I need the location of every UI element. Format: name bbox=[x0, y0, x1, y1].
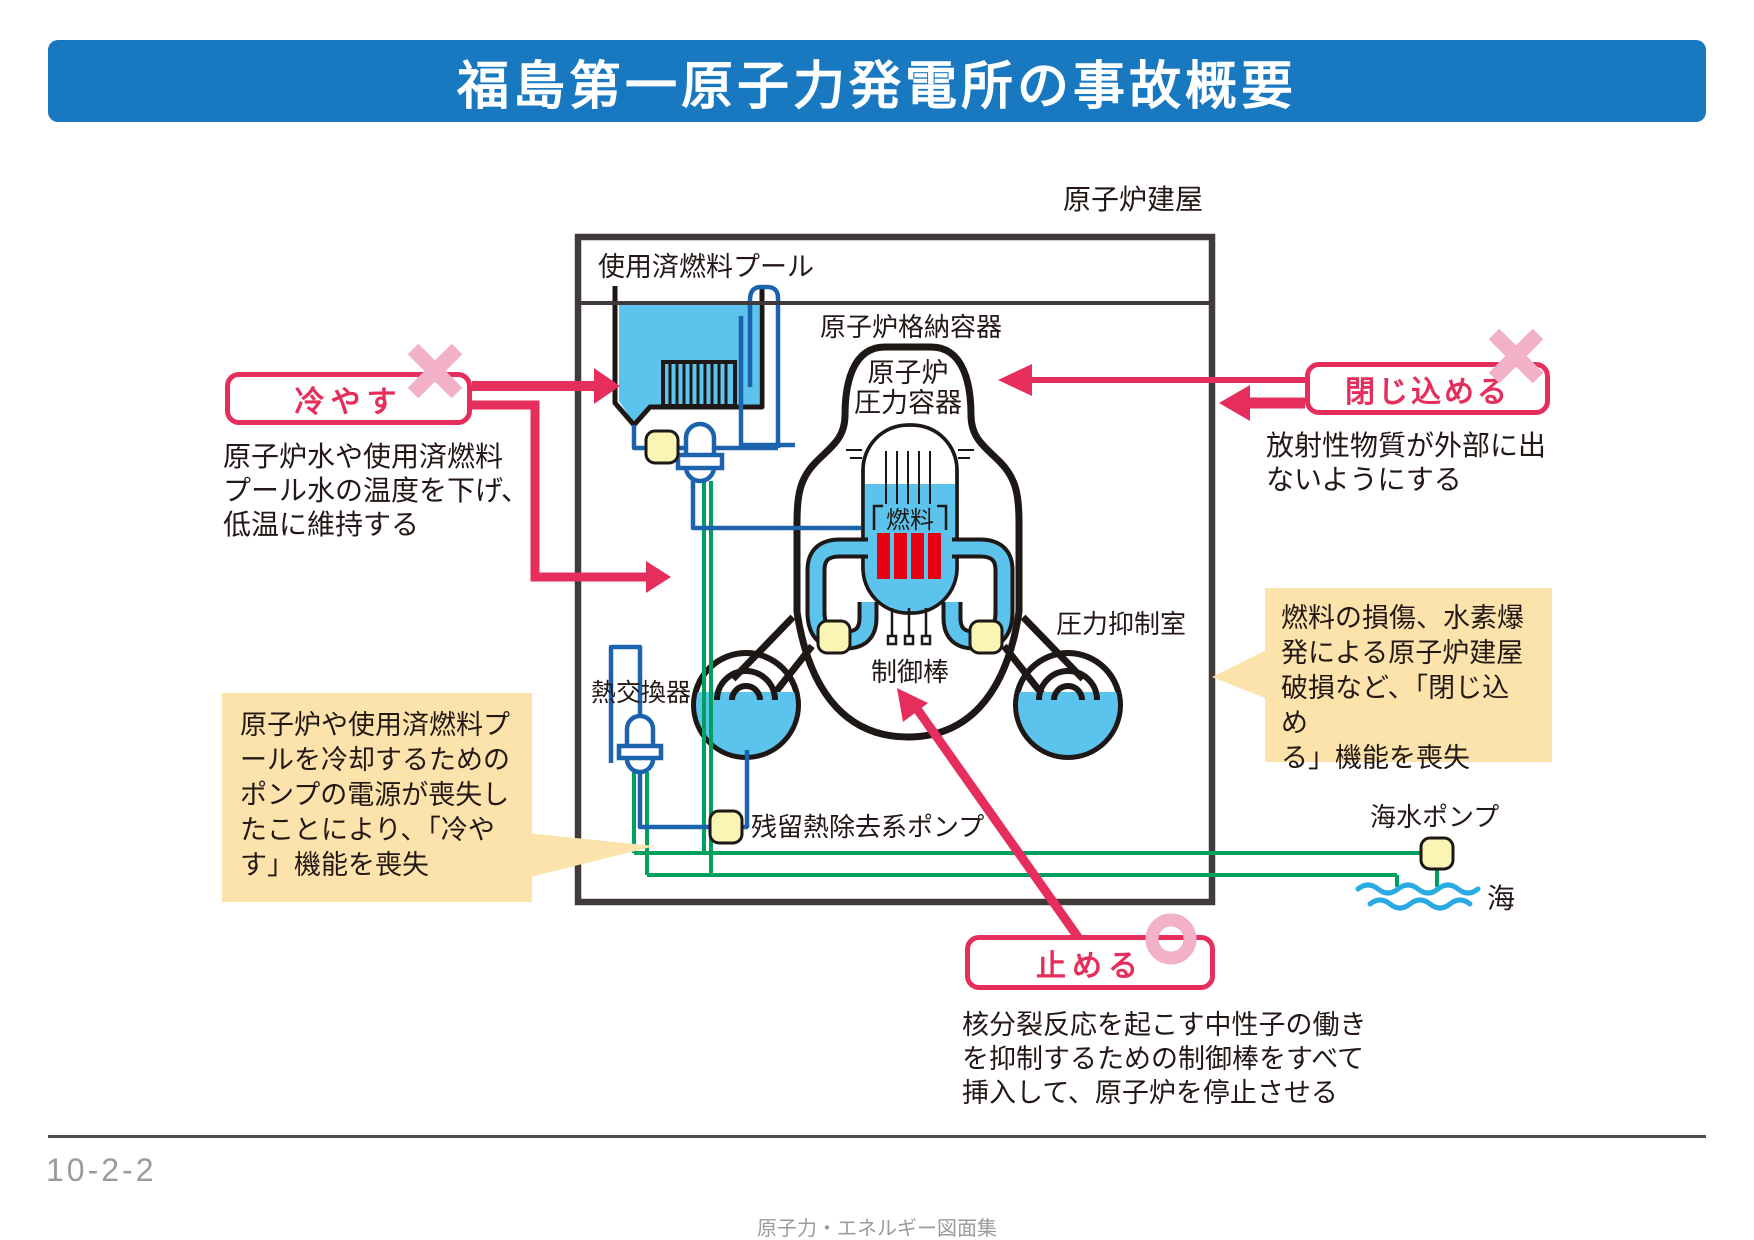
stop-function-label: 止める bbox=[1036, 949, 1144, 983]
sea-label: 海 bbox=[1487, 883, 1516, 914]
suppression-chamber-right bbox=[1013, 650, 1123, 760]
contain-function-label: 閉じ込める bbox=[1345, 375, 1510, 409]
reactor-building-outline bbox=[574, 233, 1216, 906]
building-label: 原子炉建屋 bbox=[1063, 184, 1204, 215]
rhr-pump-label: 残留熱除去系ポンプ bbox=[751, 812, 985, 842]
title-banner: 福島第一原子力発電所の事故概要 bbox=[48, 40, 1706, 122]
page-title: 福島第一原子力発電所の事故概要 bbox=[456, 57, 1297, 116]
sea-waves bbox=[1355, 882, 1481, 911]
seawater-pipes bbox=[632, 481, 1439, 887]
fuel-label: 燃料 bbox=[886, 507, 934, 534]
cool-function-label: 冷やす bbox=[294, 385, 403, 419]
stop-description: 核分裂反応を起こす中性子の働き を抑制するための制御棒をすべて 挿入して、原子炉… bbox=[962, 1010, 1367, 1108]
callout-pointer-left bbox=[526, 833, 655, 878]
control-rod-label: 制御棒 bbox=[871, 657, 950, 687]
pool-pump-icon bbox=[644, 429, 680, 465]
contain-lost-callout: 燃料の損傷、水素爆 発による原子炉建屋 破損など、「閉じ込め る」機能を喪失 bbox=[1265, 588, 1552, 773]
spent-fuel-pool-label: 使用済燃料プール bbox=[598, 252, 814, 282]
footer-divider bbox=[48, 1135, 1706, 1138]
source-caption: 原子力・エネルギー図面集 bbox=[757, 1218, 997, 1240]
cooling-pipes bbox=[608, 284, 861, 830]
rhr-pump-icon bbox=[708, 809, 744, 845]
cool-function-box: 冷やす bbox=[225, 372, 472, 425]
pool-heat-exchanger bbox=[675, 421, 725, 484]
contain-description: 放射性物質が外部に出 ないようにする bbox=[1266, 430, 1547, 495]
cool-description: 原子炉水や使用済燃料 プール水の温度を下げ、 低温に維持する bbox=[223, 441, 530, 540]
contain-function-box: 閉じ込める bbox=[1305, 362, 1550, 415]
callout-pointer-right bbox=[1212, 648, 1270, 700]
cool-failed-x-mark-icon bbox=[405, 341, 465, 406]
stop-arrow bbox=[897, 688, 1084, 943]
cool-lost-callout: 原子炉や使用済燃料プ ールを冷却するための ポンプの電源が喪失し たことにより、… bbox=[222, 693, 532, 902]
seawater-pump-label: 海水ポンプ bbox=[1370, 802, 1500, 832]
contain-failed-x-mark-icon bbox=[1486, 326, 1546, 391]
seawater-pump-icon bbox=[1419, 836, 1455, 871]
containment-label: 原子炉格納容器 bbox=[820, 312, 1003, 342]
rhr-heat-exchanger bbox=[616, 713, 664, 775]
suppression-chamber-label: 圧力抑制室 bbox=[1056, 609, 1187, 639]
recirc-pump-right-icon bbox=[968, 619, 1004, 655]
pressure-vessel-label: 原子炉 圧力容器 bbox=[854, 358, 962, 418]
fuel-rods bbox=[877, 533, 941, 579]
heat-exchanger-label: 熱交換器 bbox=[591, 679, 692, 707]
pressure-vessel bbox=[805, 423, 1015, 655]
control-rods bbox=[886, 608, 932, 646]
page-number: 10-2-2 bbox=[46, 1152, 157, 1188]
cool-arrows bbox=[468, 368, 671, 593]
contain-arrows bbox=[998, 364, 1305, 421]
stop-success-o-mark-icon bbox=[1143, 911, 1199, 972]
recirc-pump-left-icon bbox=[816, 619, 852, 655]
